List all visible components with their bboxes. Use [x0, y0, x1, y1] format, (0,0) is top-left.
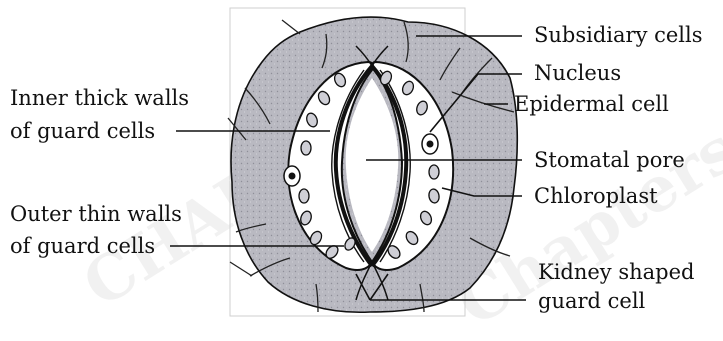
chloroplast — [299, 189, 309, 203]
chloroplast — [301, 141, 311, 155]
label-inner-walls-2: of guard cells — [10, 119, 155, 143]
label-outer-walls-1: Outer thin walls — [10, 202, 182, 226]
label-epidermal-cell: Epidermal cell — [514, 92, 669, 116]
label-outer-walls-2: of guard cells — [10, 234, 155, 258]
nucleolus-left — [289, 173, 296, 180]
label-subsidiary-cells: Subsidiary cells — [534, 23, 703, 47]
nucleolus-right — [427, 141, 434, 148]
label-kidney-shaped-2: guard cell — [538, 289, 645, 313]
label-stomatal-pore: Stomatal pore — [534, 148, 685, 172]
label-inner-walls-1: Inner thick walls — [10, 86, 189, 110]
label-kidney-shaped-1: Kidney shaped — [538, 260, 694, 284]
stomata-diagram: CHAPTERS Chapters — [0, 0, 723, 320]
chloroplast — [429, 165, 439, 179]
label-chloroplast: Chloroplast — [534, 184, 658, 208]
label-nucleus: Nucleus — [534, 61, 621, 85]
